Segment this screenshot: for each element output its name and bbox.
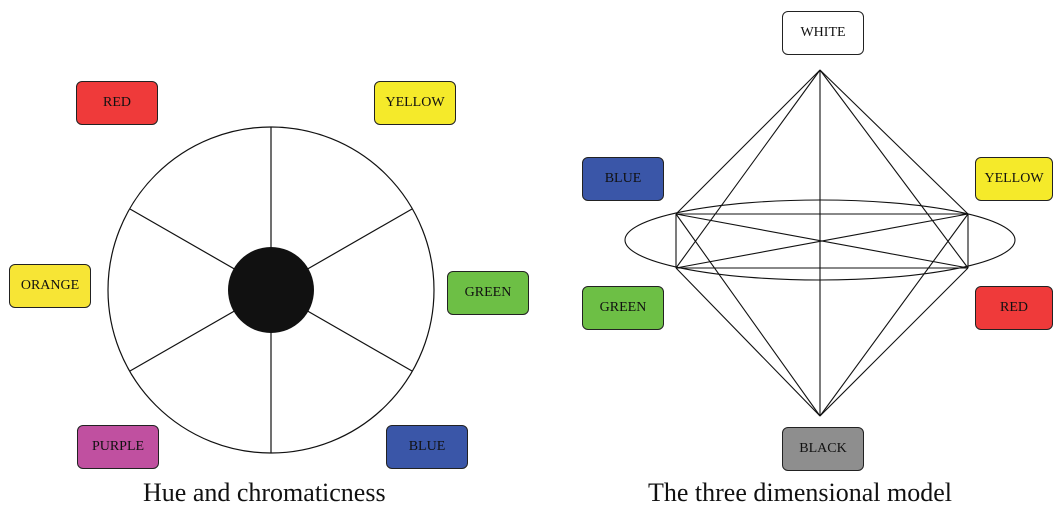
upper-cone-edges (675, 69, 969, 269)
edge-white-blue (675, 69, 821, 215)
label-red-right: RED (975, 286, 1053, 330)
edge-black-blue (675, 213, 821, 417)
label-orange: ORANGE (9, 264, 91, 308)
label-red-text: RED (103, 95, 131, 110)
label-yellow-text: YELLOW (385, 95, 445, 110)
label-yellow: YELLOW (374, 81, 456, 125)
label-red: RED (76, 81, 158, 125)
label-purple-text: PURPLE (91, 439, 145, 454)
label-purple: PURPLE (77, 425, 159, 469)
right-caption: The three dimensional model (648, 478, 952, 507)
label-blue-right: BLUE (582, 157, 664, 201)
hue-circle-center (228, 247, 314, 333)
label-blue-text: BLUE (408, 439, 446, 454)
label-white: WHITE (782, 11, 864, 55)
label-red-right-text: RED (1000, 300, 1028, 315)
label-blue: BLUE (386, 425, 468, 469)
diagonal-green-yellow (675, 213, 969, 269)
label-black-text: BLACK (799, 441, 847, 456)
label-green-right-text: GREEN (599, 300, 647, 315)
edge-white-yellow (819, 69, 969, 215)
left-caption: Hue and chromaticness (143, 478, 386, 507)
label-yellow-right: YELLOW (975, 157, 1053, 201)
label-green-right: GREEN (582, 286, 664, 330)
label-green-text: GREEN (464, 285, 512, 300)
label-black: BLACK (782, 427, 864, 471)
label-white-text: WHITE (800, 25, 846, 40)
label-blue-right-text: BLUE (604, 171, 642, 186)
plane-edges (675, 213, 969, 269)
edge-white-green (675, 69, 821, 269)
edge-white-red (819, 69, 969, 269)
lower-cone-edges (675, 213, 969, 417)
edge-black-red (819, 267, 969, 417)
double-cone-model (624, 69, 1016, 417)
label-orange-text: ORANGE (20, 278, 80, 293)
label-green: GREEN (447, 271, 529, 315)
label-yellow-right-text: YELLOW (984, 171, 1044, 186)
edge-black-green (675, 267, 821, 417)
edge-black-yellow (819, 213, 969, 417)
hue-circle (107, 126, 435, 454)
